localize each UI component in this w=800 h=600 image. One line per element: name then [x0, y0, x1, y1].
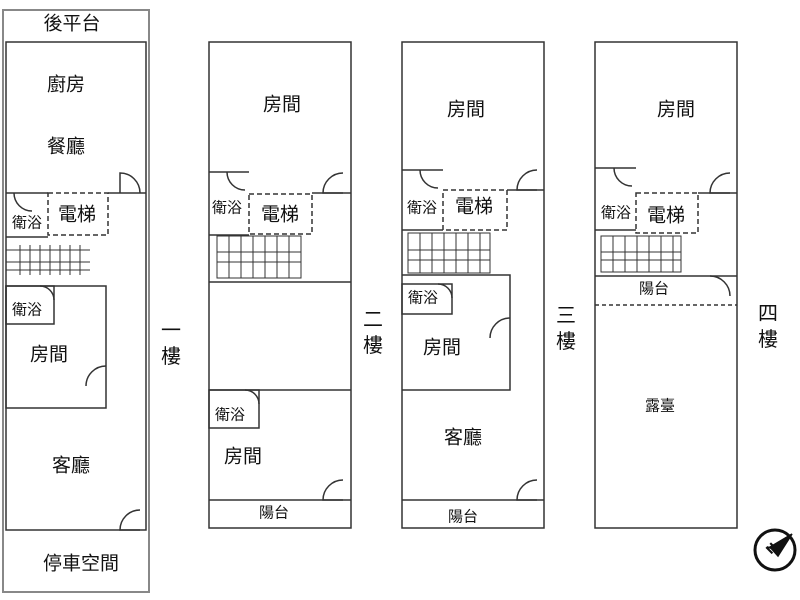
- living-room-label: 客廳: [443, 426, 483, 449]
- room-label: 房間: [422, 336, 462, 359]
- kitchen-label: 廚房: [46, 73, 86, 96]
- bath-label: 衛浴: [407, 288, 439, 307]
- room-label: 房間: [656, 98, 696, 121]
- floor-2-level-label: 二樓: [363, 307, 383, 357]
- parking-label: 停車空間: [42, 552, 120, 575]
- room-label: 房間: [29, 343, 69, 366]
- room-label: 房間: [223, 445, 263, 468]
- balcony-label: 陽台: [447, 507, 479, 526]
- floor-2-plan: [208, 41, 352, 529]
- floor-3-plan: [401, 41, 545, 529]
- bath-label: 衛浴: [211, 198, 243, 217]
- elevator-label: 電梯: [454, 195, 494, 218]
- bath-label: 衛浴: [11, 213, 43, 232]
- elevator-label: 電梯: [57, 203, 97, 226]
- floor-4-level-label: 四樓: [758, 301, 778, 351]
- floor-1-level-label: 一樓: [161, 318, 181, 368]
- elevator-label: 電梯: [260, 203, 300, 226]
- room-label: 房間: [262, 93, 302, 116]
- floor-4-plan: [594, 41, 738, 529]
- floor-3-level-label: 三樓: [556, 303, 576, 353]
- room-label: 房間: [446, 98, 486, 121]
- balcony-label: 陽台: [258, 503, 290, 522]
- balcony-label: 陽台: [638, 279, 670, 298]
- bath-label: 衛浴: [214, 405, 246, 424]
- terrace-label: 露臺: [644, 396, 676, 415]
- back-platform-label: 後平台: [43, 12, 101, 35]
- elevator-label: 電梯: [646, 204, 686, 227]
- bath-label: 衛浴: [600, 203, 632, 222]
- bath-label: 衛浴: [11, 300, 43, 319]
- bath-label: 衛浴: [406, 198, 438, 217]
- dining-label: 餐廳: [46, 135, 86, 158]
- floor-1-plan: [2, 9, 150, 593]
- north-arrow-icon: [753, 528, 797, 572]
- living-room-label: 客廳: [51, 454, 91, 477]
